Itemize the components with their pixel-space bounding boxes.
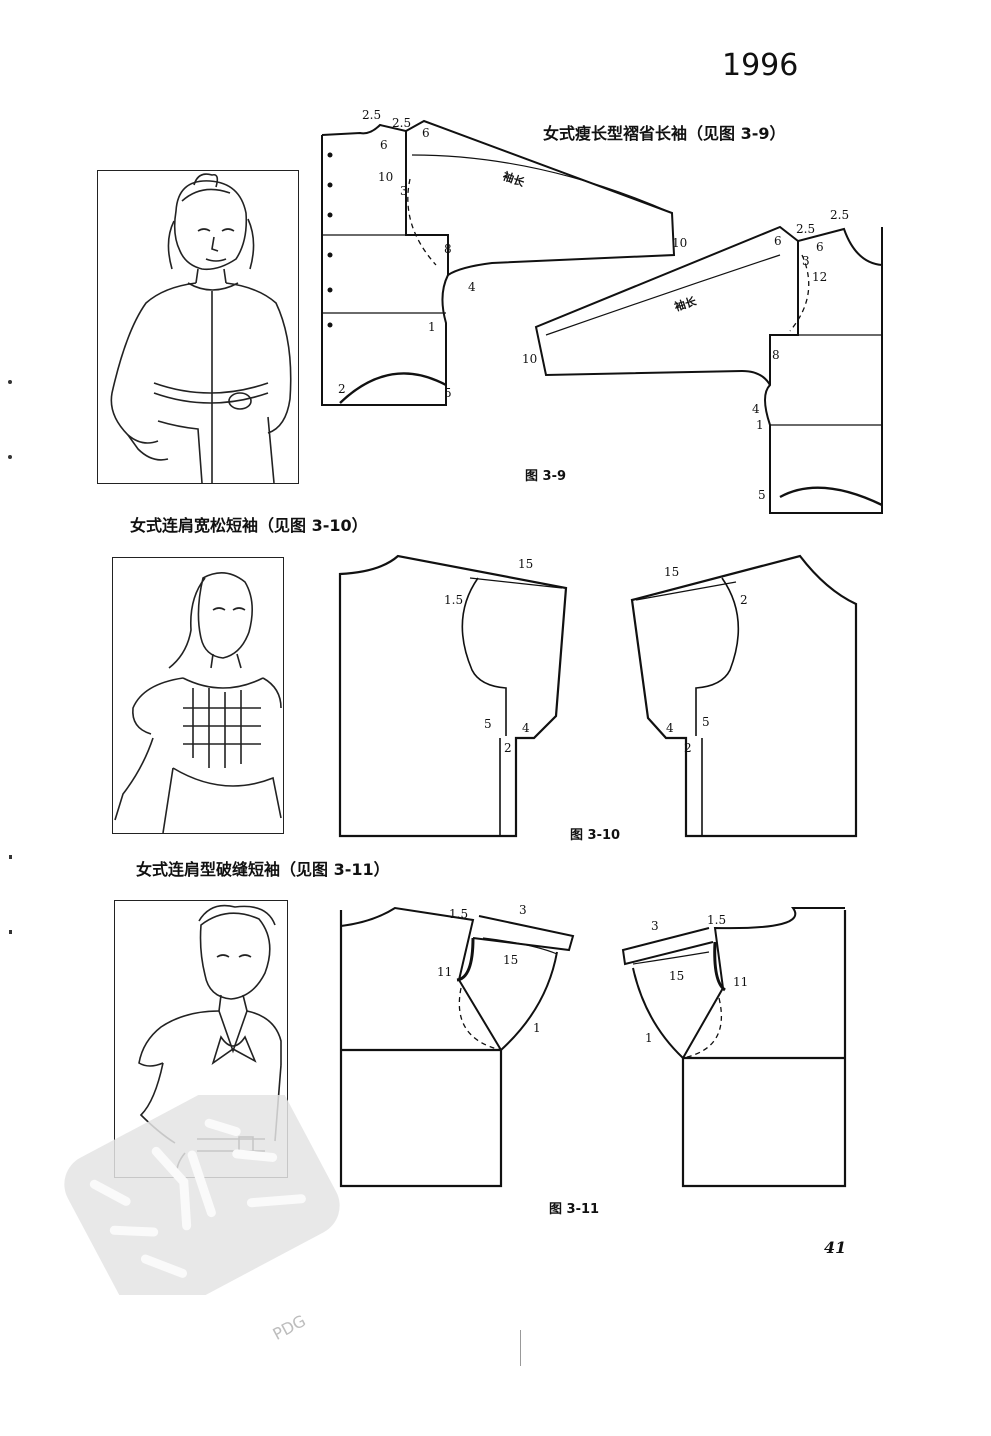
scan-speck	[9, 930, 12, 934]
section-title-3-11: 女式连肩型破缝短袖（见图 3-11）	[136, 860, 390, 879]
label-3-b: 3	[651, 919, 659, 933]
year-label: 1996	[722, 48, 799, 83]
pattern-diagram-3-11: 1.5 3 15 11 1 3 1.5 15 11 1	[339, 903, 847, 1188]
label-12: 12	[812, 270, 827, 284]
label-4-a: 4	[522, 721, 530, 735]
label-6-b: 6	[422, 126, 430, 140]
label-2-c: 2	[684, 741, 692, 755]
page-number: 41	[824, 1238, 847, 1257]
fashion-illustration-loose-sleeve	[112, 557, 284, 834]
label-15-b: 15	[664, 565, 679, 579]
label-5-a: 5	[484, 717, 492, 731]
watermark-stamp-icon	[64, 1095, 340, 1295]
label-5-a: 5	[444, 386, 452, 400]
label-1.5-a: 1.5	[449, 907, 468, 921]
pattern-diagram-3-9: 2.5 2.5 6 6 10 3 8 4 1 2 5 10 袖长 2.5 2.5…	[321, 108, 883, 514]
label-10-a: 10	[378, 170, 393, 184]
woman-figure-icon	[110, 173, 292, 484]
label-4-b: 4	[666, 721, 674, 735]
scan-speck	[8, 380, 12, 384]
label-15-a: 15	[503, 953, 518, 967]
scan-speck	[9, 855, 12, 859]
label-11-a: 11	[437, 965, 452, 979]
watermark-pdg: PDG	[269, 1311, 309, 1344]
label-6-c: 6	[774, 234, 782, 248]
figure-caption-3-11: 图 3-11	[549, 1202, 600, 1217]
fashion-illustration-long-sleeve	[97, 170, 299, 484]
section-title-3-9: 女式瘦长型褶省长袖（见图 3-9）	[543, 124, 786, 143]
label-2-b: 2	[740, 593, 748, 607]
label-3-a: 3	[519, 903, 527, 917]
label-2.5-c: 2.5	[796, 222, 815, 236]
label-1-b: 1	[756, 418, 764, 432]
label-2-a: 2	[338, 382, 346, 396]
label-1-a: 1	[533, 1021, 541, 1035]
label-2.5-a: 2.5	[362, 108, 381, 122]
label-11-b: 11	[733, 975, 748, 989]
label-sleeve-length-b: 袖长	[673, 293, 699, 313]
label-2.5-b: 2.5	[392, 116, 411, 130]
scan-speck	[8, 455, 12, 459]
label-1-b: 1	[645, 1031, 653, 1045]
label-2-a: 2	[504, 741, 512, 755]
label-8-b: 8	[772, 348, 780, 362]
label-sleeve-length-a: 袖长	[501, 169, 527, 190]
figure-caption-3-9: 图 3-9	[525, 469, 567, 484]
label-8-a: 8	[444, 242, 452, 256]
label-2.5-d: 2.5	[830, 208, 849, 222]
label-10-c: 10	[522, 352, 537, 366]
label-5-b: 5	[702, 715, 710, 729]
figure-caption-3-10: 图 3-10	[570, 828, 621, 843]
label-10-b: 10	[672, 236, 687, 250]
label-1.5-b: 1.5	[707, 913, 726, 927]
label-3-a: 3	[400, 184, 408, 198]
woman-figure-icon	[114, 572, 282, 834]
label-5-b: 5	[758, 488, 766, 502]
pattern-diagram-3-10: 15 1.5 5 4 2 15 2 4 5 2	[338, 554, 858, 838]
label-15-b: 15	[669, 969, 684, 983]
label-15-a: 15	[518, 557, 533, 571]
label-3-b: 3	[802, 254, 810, 268]
label-6-d: 6	[816, 240, 824, 254]
label-1-a: 1	[428, 320, 436, 334]
label-4-b: 4	[752, 402, 760, 416]
label-1.5-a: 1.5	[444, 593, 463, 607]
section-title-3-10: 女式连肩宽松短袖（见图 3-10）	[130, 516, 368, 535]
label-6-a: 6	[380, 138, 388, 152]
scan-line	[520, 1330, 521, 1366]
label-4-a: 4	[468, 280, 476, 294]
